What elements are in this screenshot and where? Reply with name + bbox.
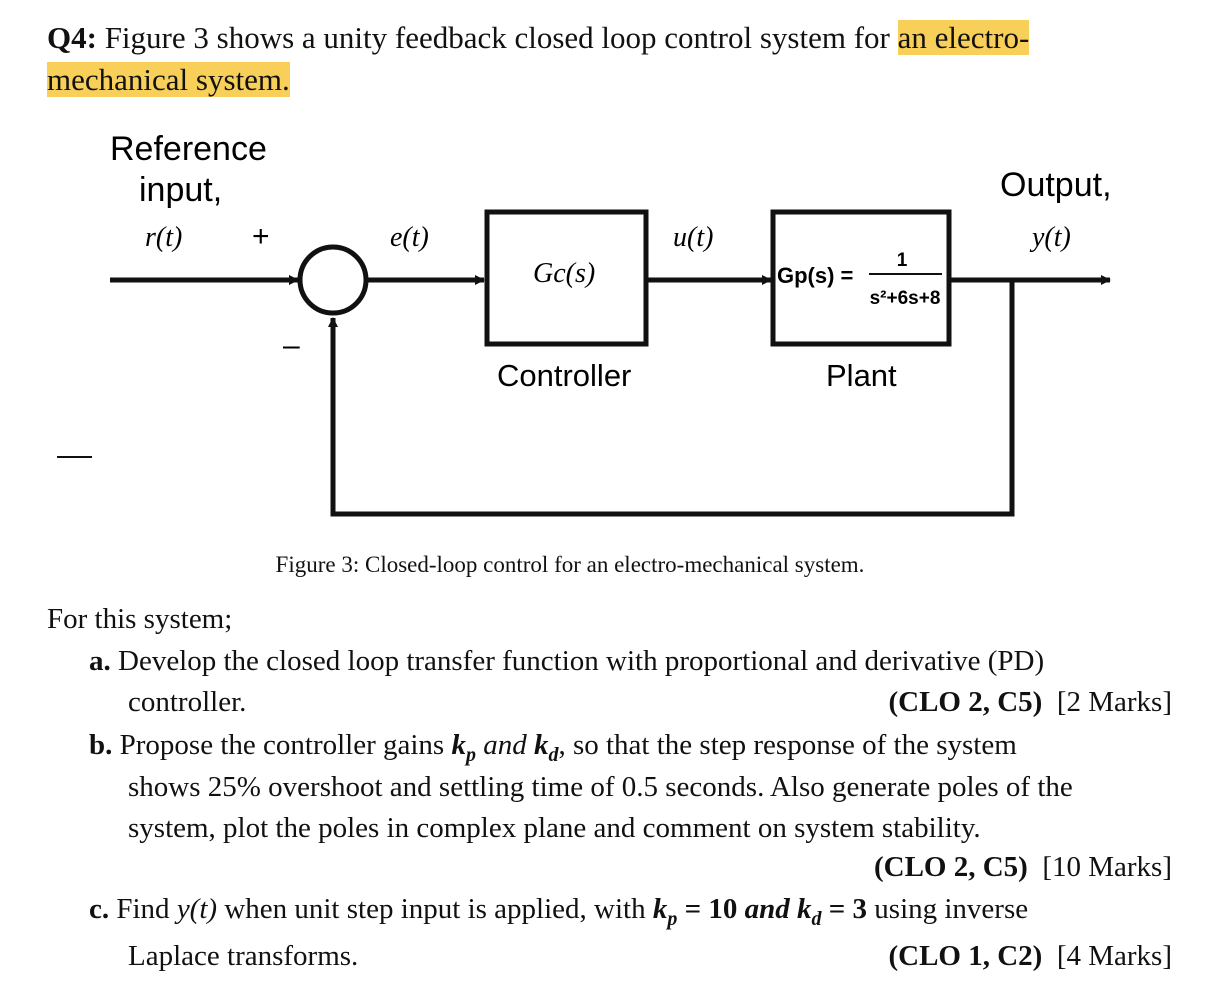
item-a-line-2: controller. xyxy=(128,686,247,718)
item-a-mark-value: [2 Marks] xyxy=(1056,686,1172,718)
item-a-marks: (CLO 2, C5) [2 Marks] xyxy=(888,683,1172,721)
plus-sign: + xyxy=(252,220,270,253)
controller-label: Controller xyxy=(497,358,631,393)
question-line-1: Q4: Figure 3 shows a unity feedback clos… xyxy=(47,18,1030,58)
error-signal-label: e(t) xyxy=(390,222,429,253)
controller-tf: Gc(s) xyxy=(533,258,595,289)
plant-block xyxy=(770,209,952,347)
item-b-label: b. xyxy=(89,729,113,761)
reference-signal-label: r(t) xyxy=(145,222,182,253)
plant-tf-numerator: 1 xyxy=(897,250,908,271)
reference-input-label-1: Reference xyxy=(110,130,267,168)
item-c-kp-sub: p xyxy=(667,907,678,930)
control-signal-label: u(t) xyxy=(673,222,713,253)
item-b-line-1: b. Propose the controller gains kp and k… xyxy=(89,726,1017,774)
item-c-mark-value: [4 Marks] xyxy=(1056,940,1172,972)
item-c-text-pre: Find xyxy=(116,893,177,925)
item-c-clo: (CLO 1, C2) xyxy=(888,940,1043,972)
plant-tf-left: Gp(s) = xyxy=(777,263,853,288)
plant-tf-denominator: s²+6s+8 xyxy=(870,288,941,309)
intro-text: For this system; xyxy=(47,603,233,635)
item-b-line-2: shows 25% overshoot and settling time of… xyxy=(128,771,1073,803)
item-b-line-3: system, plot the poles in complex plane … xyxy=(128,812,981,844)
item-a-line-1: a. Develop the closed loop transfer func… xyxy=(89,642,1044,680)
item-b-kd: k xyxy=(533,729,549,761)
item-c-kd: k xyxy=(797,893,812,925)
item-c-text-mid: when unit step input is applied, with xyxy=(217,893,653,925)
item-b-clo: (CLO 2, C5) xyxy=(873,851,1028,883)
minus-sign: – xyxy=(283,329,300,362)
question-number: Q4: xyxy=(47,20,97,55)
item-a-label: a. xyxy=(89,645,111,677)
question-text: Figure 3 shows a unity feedback closed l… xyxy=(96,20,898,55)
plant-label: Plant xyxy=(826,358,897,393)
item-c-kp: k xyxy=(652,893,668,925)
reference-input-label-2: input, xyxy=(139,171,222,209)
item-b-mark-value: [10 Marks] xyxy=(1042,851,1172,883)
item-b-marks: (CLO 2, C5) [10 Marks] xyxy=(874,848,1172,886)
item-c-and: and xyxy=(744,893,797,925)
figure-caption: Figure 3: Closed-loop control for an ele… xyxy=(275,552,865,577)
item-c-marks: (CLO 1, C2) [4 Marks] xyxy=(888,937,1172,975)
item-b-kp-sub: p xyxy=(465,743,476,766)
item-c-kd-sub: d xyxy=(811,907,822,930)
item-c-eq2: = 3 xyxy=(821,893,868,925)
item-b-and: and xyxy=(475,729,534,761)
item-c-text-post: using inverse xyxy=(867,893,1029,925)
item-b-text-post: , so that the step response of the syste… xyxy=(558,729,1017,761)
block-diagram: Reference input, r(t) + – e(t) Gc(s) Con… xyxy=(57,130,1112,517)
item-c-yt: y(t) xyxy=(176,893,218,925)
highlighted-text-1: an electro- xyxy=(897,20,1030,55)
feedback-path xyxy=(328,280,1015,517)
summing-junction xyxy=(297,244,369,316)
output-label: Output, xyxy=(1000,166,1112,204)
item-c-line-1: c. Find y(t) when unit step input is app… xyxy=(89,890,1028,938)
item-c-line-2: Laplace transforms. xyxy=(128,940,359,972)
item-c-label: c. xyxy=(89,893,110,925)
item-b-text-pre: Propose the controller gains xyxy=(119,729,452,761)
output-signal-label: y(t) xyxy=(1029,222,1071,253)
item-a-clo: (CLO 2, C5) xyxy=(888,686,1043,718)
controller-block xyxy=(484,209,649,347)
item-c-eq1: = 10 xyxy=(677,893,745,925)
item-b-kp: k xyxy=(451,729,466,761)
highlighted-text-2: mechanical system. xyxy=(47,62,290,97)
item-a-text-1: Develop the closed loop transfer functio… xyxy=(118,645,1045,677)
question-line-2: mechanical system. xyxy=(47,60,290,100)
item-b-kd-sub: d xyxy=(548,743,559,766)
